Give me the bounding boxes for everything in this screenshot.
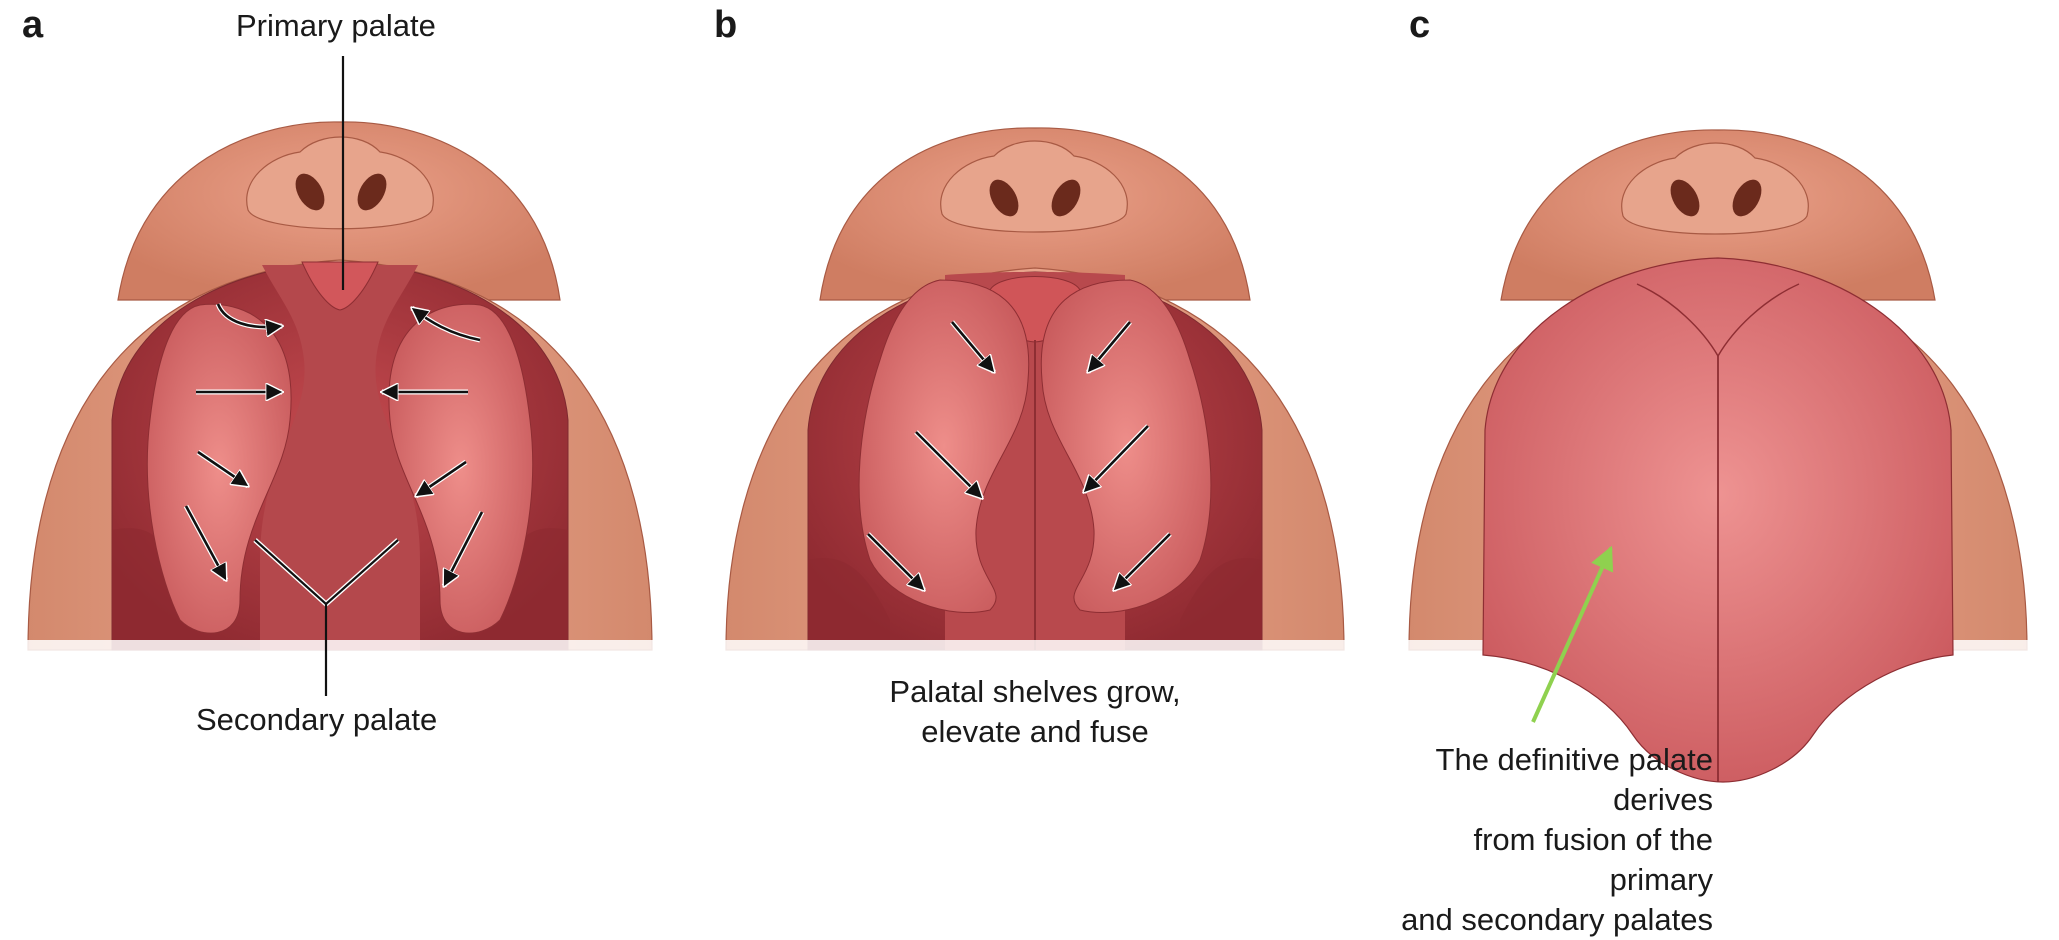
- caption-b-line-1: Palatal shelves grow,: [889, 674, 1181, 709]
- palate-illustration-b: [690, 127, 1376, 854]
- caption-b-line-2: elevate and fuse: [921, 714, 1149, 749]
- label-secondary-palate: Secondary palate: [196, 702, 438, 737]
- green-arrow: [1531, 545, 1614, 723]
- growth-arrows-b: [867, 321, 1171, 590]
- caption-c: The definitive palate derives from fusio…: [1363, 740, 1713, 940]
- palate-illustration-c: [1373, 129, 2059, 854]
- label-primary-palate: Primary palate: [236, 8, 436, 43]
- panel-b: b: [690, 0, 1376, 854]
- panel-c: c The definitive palate derives from fus…: [1373, 0, 2059, 937]
- panel-letter-c: c: [1409, 4, 1431, 46]
- caption-c-line-1: The definitive palate derives: [1435, 742, 1713, 817]
- panel-a: a: [0, 0, 686, 854]
- palate-illustration-a: [0, 56, 686, 854]
- caption-b: Palatal shelves grow, elevate and fuse: [870, 672, 1200, 752]
- panel-letter-a: a: [22, 4, 44, 46]
- caption-c-line-2: from fusion of the primary: [1473, 822, 1713, 897]
- panel-letter-b: b: [714, 4, 738, 46]
- caption-c-line-3: and secondary palates: [1401, 902, 1713, 937]
